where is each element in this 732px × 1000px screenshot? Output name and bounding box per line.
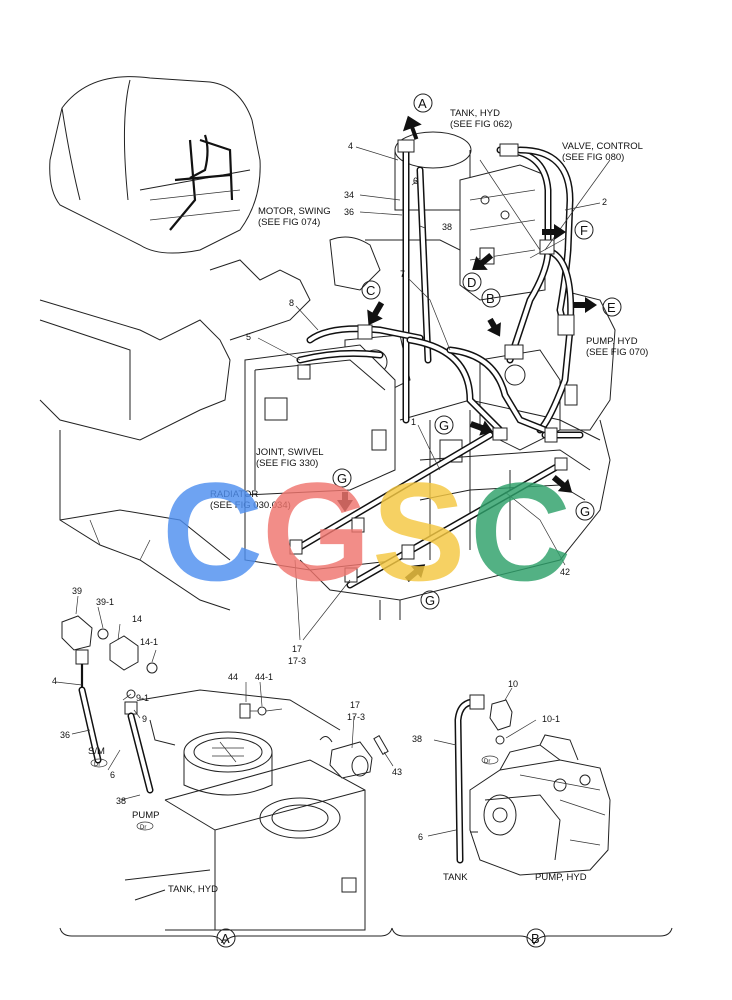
part-10-1: 10-1	[542, 714, 560, 724]
part-7: 7	[400, 269, 405, 279]
part-43: 43	[392, 767, 402, 777]
label-motor-swing: MOTOR, SWING	[258, 206, 331, 217]
svg-text:E: E	[607, 300, 616, 315]
part-9: 9	[142, 714, 147, 724]
label-pump: PUMP	[132, 810, 159, 821]
callout-c: C	[361, 280, 381, 300]
label-dr-3: Dr	[484, 759, 490, 765]
callout-e: E	[602, 297, 622, 317]
watermark-letter-1: C	[162, 453, 263, 610]
part-4-a: 4	[52, 676, 57, 686]
part-10: 10	[508, 679, 518, 689]
part-9-1: 9-1	[136, 693, 149, 703]
cgsc-watermark: C G S C	[162, 453, 571, 610]
part-8: 8	[289, 298, 294, 308]
part-14-1: 14-1	[140, 637, 158, 647]
part-38-b: 38	[412, 734, 422, 744]
label-dr-1: Dr	[94, 762, 100, 768]
detail-b: Dr 10 10-1 38 6 TANK PUMP, HYD	[412, 679, 611, 883]
callout-a: A	[413, 93, 433, 113]
label-detail-a-tank: TANK, HYD	[168, 884, 218, 895]
part-36: 36	[344, 207, 354, 217]
label-radiator-ref: (SEE FIG 030.034)	[210, 500, 291, 511]
svg-text:G: G	[580, 504, 590, 519]
part-1: 1	[411, 417, 416, 427]
svg-text:C: C	[366, 283, 375, 298]
part-42: 42	[560, 567, 570, 577]
label-dr-2: Dr	[140, 825, 146, 831]
callout-markers: A C D B F E G G G G	[332, 93, 622, 610]
label-pump-hyd-ref: (SEE FIG 070)	[586, 347, 648, 358]
part-34: 34	[344, 190, 354, 200]
part-6-b: 6	[418, 832, 423, 842]
watermark-letter-4: C	[470, 453, 571, 610]
part-39-1: 39-1	[96, 597, 114, 607]
machine-overview-inset	[49, 76, 261, 254]
part-2: 2	[602, 197, 607, 207]
section-a-marker: A	[216, 928, 236, 948]
label-motor-swing-ref: (SEE FIG 074)	[258, 217, 320, 228]
callout-d: D	[462, 272, 482, 292]
callout-g-1: G	[434, 415, 454, 435]
watermark-letter-2: G	[262, 453, 371, 610]
label-sm: S/M	[88, 746, 105, 757]
label-tank-hyd-ref: (SEE FIG 062)	[450, 119, 512, 130]
svg-text:G: G	[337, 471, 347, 486]
svg-text:A: A	[418, 96, 427, 111]
svg-text:D: D	[467, 275, 476, 290]
callout-b: B	[481, 288, 501, 308]
callout-g-3: G	[575, 501, 595, 521]
main-labels: TANK, HYD (SEE FIG 062) VALVE, CONTROL (…	[210, 108, 648, 666]
part-17-3: 17-3	[288, 656, 306, 666]
svg-text:A: A	[221, 931, 230, 946]
part-44-1: 44-1	[255, 672, 273, 682]
callout-g-2: G	[332, 468, 352, 488]
part-39: 39	[72, 586, 82, 596]
part-17: 17	[292, 644, 302, 654]
part-38-a: 38	[116, 796, 126, 806]
label-valve-control-ref: (SEE FIG 080)	[562, 152, 624, 163]
main-assembly	[39, 115, 616, 641]
part-6-a: 6	[110, 770, 115, 780]
section-b-marker: B	[526, 928, 546, 948]
label-pump-hyd: PUMP, HYD	[586, 336, 638, 347]
svg-text:B: B	[486, 291, 495, 306]
svg-text:G: G	[439, 418, 449, 433]
svg-text:F: F	[580, 223, 588, 238]
part-38: 38	[442, 222, 452, 232]
detail-a: 39 39-1 14 14-1 4 9-1 9 36 6 38 44 44-1 …	[52, 586, 402, 931]
watermark-letter-3: S	[372, 453, 465, 610]
part-44: 44	[228, 672, 238, 682]
svg-text:B: B	[531, 931, 540, 946]
part-36-a: 36	[60, 730, 70, 740]
part-17-3-a: 17-3	[347, 712, 365, 722]
label-detail-b-pump: PUMP, HYD	[535, 872, 587, 883]
label-radiator: RADIATOR	[210, 489, 258, 500]
part-6: 6	[413, 176, 418, 186]
callout-g-4: G	[420, 590, 440, 610]
svg-text:G: G	[425, 593, 435, 608]
part-5: 5	[246, 332, 251, 342]
part-4: 4	[348, 141, 353, 151]
part-14: 14	[132, 614, 142, 624]
label-valve-control: VALVE, CONTROL	[562, 141, 643, 152]
label-detail-b-tank: TANK	[443, 872, 468, 883]
section-braces: A B	[59, 927, 673, 948]
label-joint-swivel: JOINT, SWIVEL	[256, 447, 324, 458]
part-17-a: 17	[350, 700, 360, 710]
label-tank-hyd: TANK, HYD	[450, 108, 500, 119]
label-joint-swivel-ref: (SEE FIG 330)	[256, 458, 318, 469]
callout-f: F	[574, 220, 594, 240]
